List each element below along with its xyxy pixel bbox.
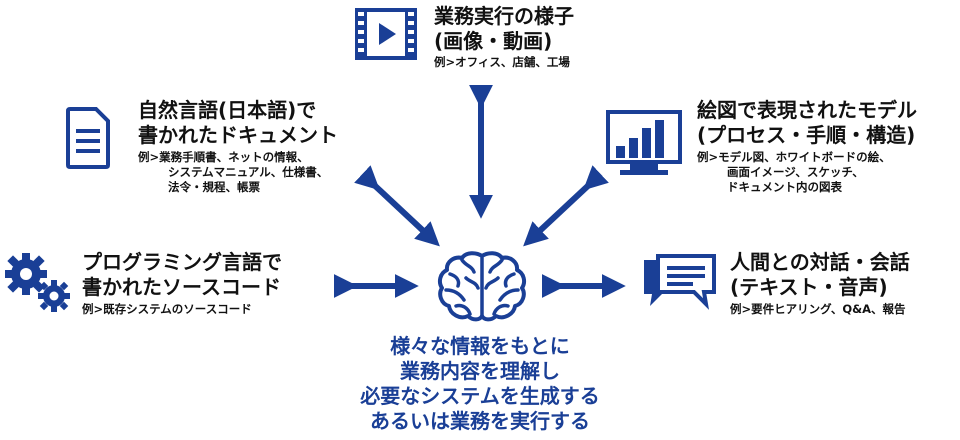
chart-title: 絵図で表現されたモデル (プロセス・手順・構造) bbox=[697, 98, 917, 147]
document-example: 例>業務手順書、ネットの情報、 システムマニュアル、仕様書、 法令・規程、帳票 bbox=[138, 150, 329, 194]
center-text: 様々な情報をもとに 業務内容を理解し 必要なシステムを生成する あるいは業務を実… bbox=[360, 334, 600, 433]
arrow-upper-left bbox=[354, 165, 440, 247]
chat-title: 人間との対話・会話 (テキスト・音声) bbox=[730, 250, 910, 299]
code-example: 例>既存システムのソースコード bbox=[82, 302, 252, 316]
chat-bubbles-icon bbox=[640, 254, 720, 314]
chat-example: 例>要件ヒアリング、Q&A、報告 bbox=[730, 302, 906, 316]
gears-icon bbox=[2, 252, 74, 314]
bar-chart-monitor-icon bbox=[606, 110, 682, 178]
video-play-icon bbox=[355, 8, 417, 60]
code-title: プログラミング言語で 書かれたソースコード bbox=[82, 250, 282, 299]
arrow-upper-right bbox=[523, 165, 609, 247]
document-title: 自然言語(日本語)で 書かれたドキュメント bbox=[138, 98, 338, 147]
brain-icon bbox=[436, 250, 528, 324]
document-icon bbox=[66, 107, 110, 169]
video-title: 業務実行の様子 (画像・動画) bbox=[434, 4, 574, 53]
video-example: 例>オフィス、店舗、工場 bbox=[434, 55, 570, 69]
chart-example: 例>モデル図、ホワイトボードの絵、 画面イメージ、スケッチ、 ドキュメント内の図… bbox=[697, 150, 891, 194]
